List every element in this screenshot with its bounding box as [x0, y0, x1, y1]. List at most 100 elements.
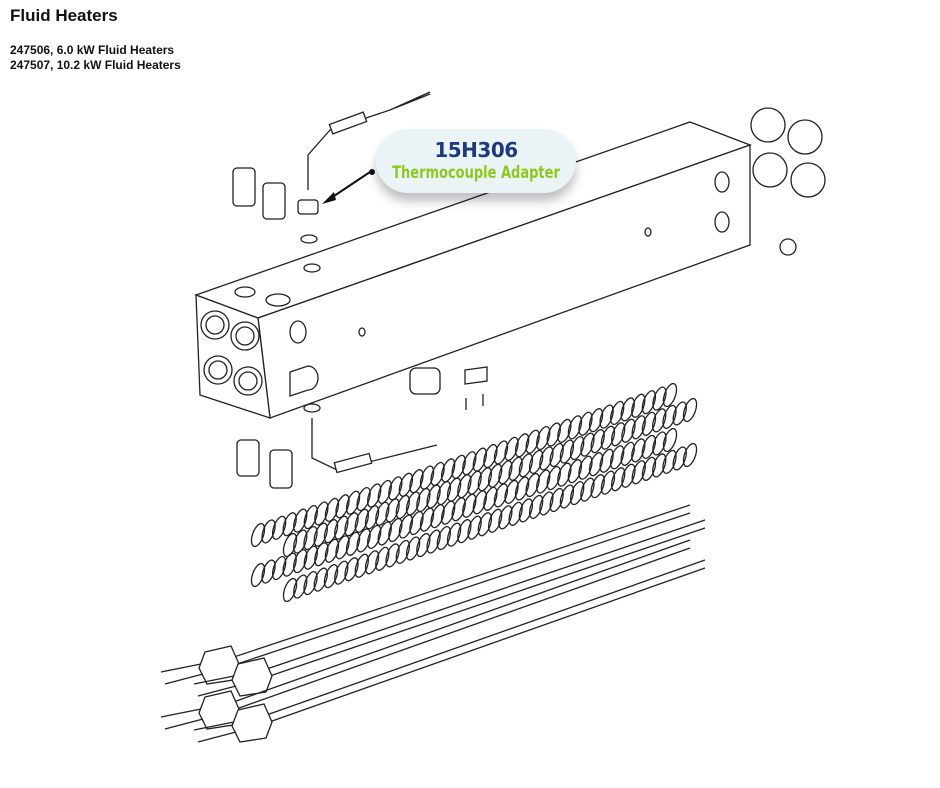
fittings-lower — [236, 366, 488, 489]
heater-rod — [257, 527, 706, 681]
coil-loop — [599, 404, 614, 429]
coil-loop — [303, 545, 318, 570]
model-line-2: 247507, 10.2 kW Fluid Heaters — [10, 58, 181, 72]
coil-loop — [662, 449, 677, 474]
coil-loop — [462, 451, 477, 476]
coil-loop — [590, 429, 605, 454]
coil-loop — [487, 463, 503, 488]
coil-loop — [525, 429, 540, 454]
coil-loop — [451, 497, 466, 522]
coil-loop — [419, 507, 435, 532]
heater-rod — [224, 539, 691, 706]
coil-loop — [549, 487, 564, 513]
coil-loop — [303, 526, 318, 551]
coil-loop — [662, 427, 678, 453]
coil-loop — [600, 425, 616, 450]
coil-loop — [261, 519, 276, 544]
coil-loop — [293, 574, 308, 599]
heater-rod — [224, 504, 691, 661]
coil-loop — [419, 465, 435, 490]
coil-loop — [487, 508, 503, 533]
heater-block — [194, 121, 752, 419]
coil-loop — [356, 487, 371, 512]
coil-loop — [578, 411, 593, 436]
coil-loop — [430, 504, 445, 529]
coil-loop — [398, 472, 414, 497]
coil-loop — [314, 542, 329, 567]
coil-loop — [621, 463, 636, 488]
coil-loop — [426, 529, 441, 554]
coil-loop — [620, 397, 635, 422]
coil-loop — [377, 479, 392, 504]
coil-loop — [457, 519, 472, 544]
coil-loop — [483, 486, 498, 511]
coil-loop — [514, 476, 530, 501]
coil-loop — [250, 522, 266, 548]
coil-loop — [282, 512, 297, 537]
heater-elements — [160, 504, 706, 743]
heater-rod — [257, 559, 706, 719]
coil-loop — [440, 458, 456, 483]
heater-rod — [257, 519, 706, 673]
coil-loop — [303, 504, 318, 530]
coil-loop — [446, 522, 462, 547]
coil-loop — [508, 456, 523, 481]
coil-loop — [546, 466, 561, 491]
rod-hex-nut — [231, 657, 273, 697]
coil-loop — [641, 390, 657, 415]
coil-loop — [436, 526, 452, 551]
coil-loop — [662, 404, 677, 429]
model-line-1: 247506, 6.0 kW Fluid Heaters — [10, 43, 175, 57]
coil-loop — [611, 422, 626, 447]
coil-loop — [313, 567, 328, 592]
callout-pointer — [322, 169, 375, 204]
coil-loop — [451, 454, 466, 479]
coil-loop — [631, 393, 646, 418]
coil-loop — [261, 559, 276, 584]
coil-loop — [323, 564, 339, 589]
coil-loop — [324, 538, 340, 563]
coil-loop — [388, 476, 403, 501]
coil-loop — [354, 508, 369, 533]
coil-loop — [549, 442, 564, 468]
coil-loop — [570, 436, 585, 461]
coil-loop — [672, 401, 687, 426]
coil-loop — [611, 467, 626, 492]
coil-loop — [580, 477, 595, 502]
coil-loop — [652, 453, 667, 478]
coil-loop — [493, 440, 509, 465]
coil-loop — [356, 528, 371, 553]
rod-lead-wire — [160, 663, 204, 685]
heater-rod — [257, 567, 706, 727]
coil-loop — [525, 472, 540, 498]
coil-loop — [405, 536, 421, 561]
coil-loop — [345, 531, 361, 556]
coil-loop — [395, 539, 410, 564]
coil-loop — [570, 481, 585, 506]
coil-loop — [588, 408, 604, 433]
coil-loop — [631, 438, 646, 463]
coil-loop — [682, 397, 698, 423]
coil-loop — [250, 562, 266, 588]
coil-loop — [282, 532, 298, 558]
heater-rod — [224, 547, 691, 714]
coil-loop — [293, 508, 308, 533]
coil-loop — [504, 479, 519, 504]
coil-loop — [367, 483, 382, 508]
coil-loop — [303, 571, 318, 596]
coil-loop — [662, 382, 678, 408]
coil-loop — [440, 500, 456, 525]
rod-lead-wire — [193, 675, 237, 697]
coil-loop — [652, 386, 667, 411]
coil-loop — [462, 493, 477, 518]
coil-loop — [293, 549, 308, 574]
coil-loop — [536, 426, 551, 451]
plugs-right — [750, 107, 826, 256]
coil-loop — [313, 522, 328, 547]
coil-loop — [514, 433, 530, 458]
coil-loop — [282, 552, 297, 577]
coil-loop — [344, 512, 359, 537]
coil-loop — [345, 490, 361, 515]
coil-loop — [409, 469, 424, 494]
